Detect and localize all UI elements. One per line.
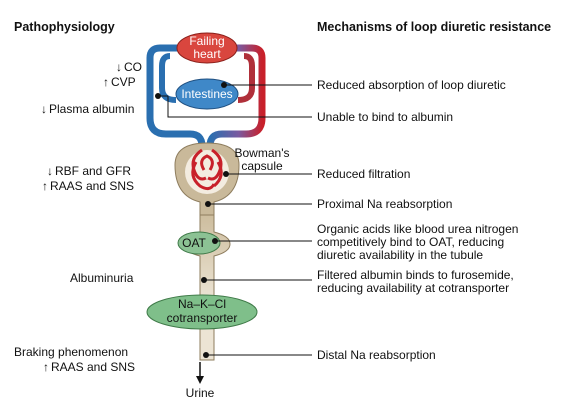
header-pathophysiology: Pathophysiology [14, 20, 115, 34]
nkcc-label-line1: Na–K–Cl [178, 297, 226, 311]
mesenteric-artery [237, 53, 255, 103]
co-item: ↓CO [116, 60, 142, 74]
mechanism-oat-line3: diuretic availability in the tubule [317, 248, 483, 262]
mechanism-oat-line1: Organic acids like blood urea nitrogen [317, 222, 518, 236]
connector-dot [221, 82, 227, 88]
urine-arrow-head [196, 376, 204, 384]
glomerulus [191, 148, 223, 191]
mechanism-oat-line2: competitively bind to OAT, reducing [317, 235, 504, 249]
raas-item-1: ↑RAAS and SNS [42, 179, 134, 193]
mechanism-distal: Distal Na reabsorption [317, 348, 436, 362]
proximal-tubule [183, 214, 231, 301]
header-mechanisms: Mechanisms of loop diuretic resistance [317, 20, 551, 34]
raas-item-2: ↑RAAS and SNS [43, 360, 135, 374]
oat-label: OAT [182, 236, 206, 250]
connector-albumin-b [167, 96, 312, 118]
pathophysiology-column: ↓CO ↑CVP ↓Plasma albumin ↓RBF and GFR ↑R… [14, 60, 142, 374]
connectors [155, 82, 312, 358]
mechanisms-column: Reduced absorption of loop diuretic Unab… [317, 78, 518, 362]
mechanism-absorption: Reduced absorption of loop diuretic [317, 78, 506, 92]
heart-label-line2: heart [193, 47, 221, 61]
bowmans-label-line2: capsule [241, 159, 283, 173]
connector-dot [212, 238, 218, 244]
down-arrow-icon: ↓ [41, 102, 47, 116]
up-arrow-icon: ↑ [43, 360, 49, 374]
connector-dot [201, 277, 207, 283]
albumin-item: ↓Plasma albumin [41, 102, 134, 116]
connector-dot [203, 352, 209, 358]
cvp-item: ↑CVP [103, 75, 136, 89]
intestines-label: Intestines [181, 87, 232, 101]
oat-transporter [177, 231, 221, 255]
mesenteric-vein [159, 53, 177, 103]
heart-label-line1: Failing [189, 34, 224, 48]
mechanism-filtration: Reduced filtration [317, 167, 410, 181]
urine-label: Urine [186, 386, 215, 400]
mechanism-albuminuria-line2: reducing availability at cotransporter [317, 281, 509, 295]
albuminuria-item: Albuminuria [70, 271, 134, 285]
mechanism-albuminuria-line1: Filtered albumin binds to furosemide, [317, 268, 514, 282]
connector-dot [223, 171, 229, 177]
up-arrow-icon: ↑ [103, 75, 109, 89]
connector-dot [205, 201, 211, 207]
up-arrow-icon: ↑ [42, 179, 48, 193]
failing-heart [176, 32, 238, 64]
rbf-item: ↓RBF and GFR [47, 164, 131, 178]
down-arrow-icon: ↓ [116, 60, 122, 74]
mechanism-proximal: Proximal Na reabsorption [317, 197, 452, 211]
mechanism-albumin: Unable to bind to albumin [317, 110, 453, 124]
vein-vessel [146, 44, 206, 160]
braking-item: Braking phenomenon [14, 345, 128, 359]
nkcc-label-line2: cotransporter [167, 311, 238, 325]
connector-dot [155, 93, 161, 99]
nkcc-cotransporter [146, 294, 258, 330]
down-arrow-icon: ↓ [47, 164, 53, 178]
artery-vessel [206, 44, 266, 160]
bowmans-label-line1: Bowman's [235, 146, 290, 160]
